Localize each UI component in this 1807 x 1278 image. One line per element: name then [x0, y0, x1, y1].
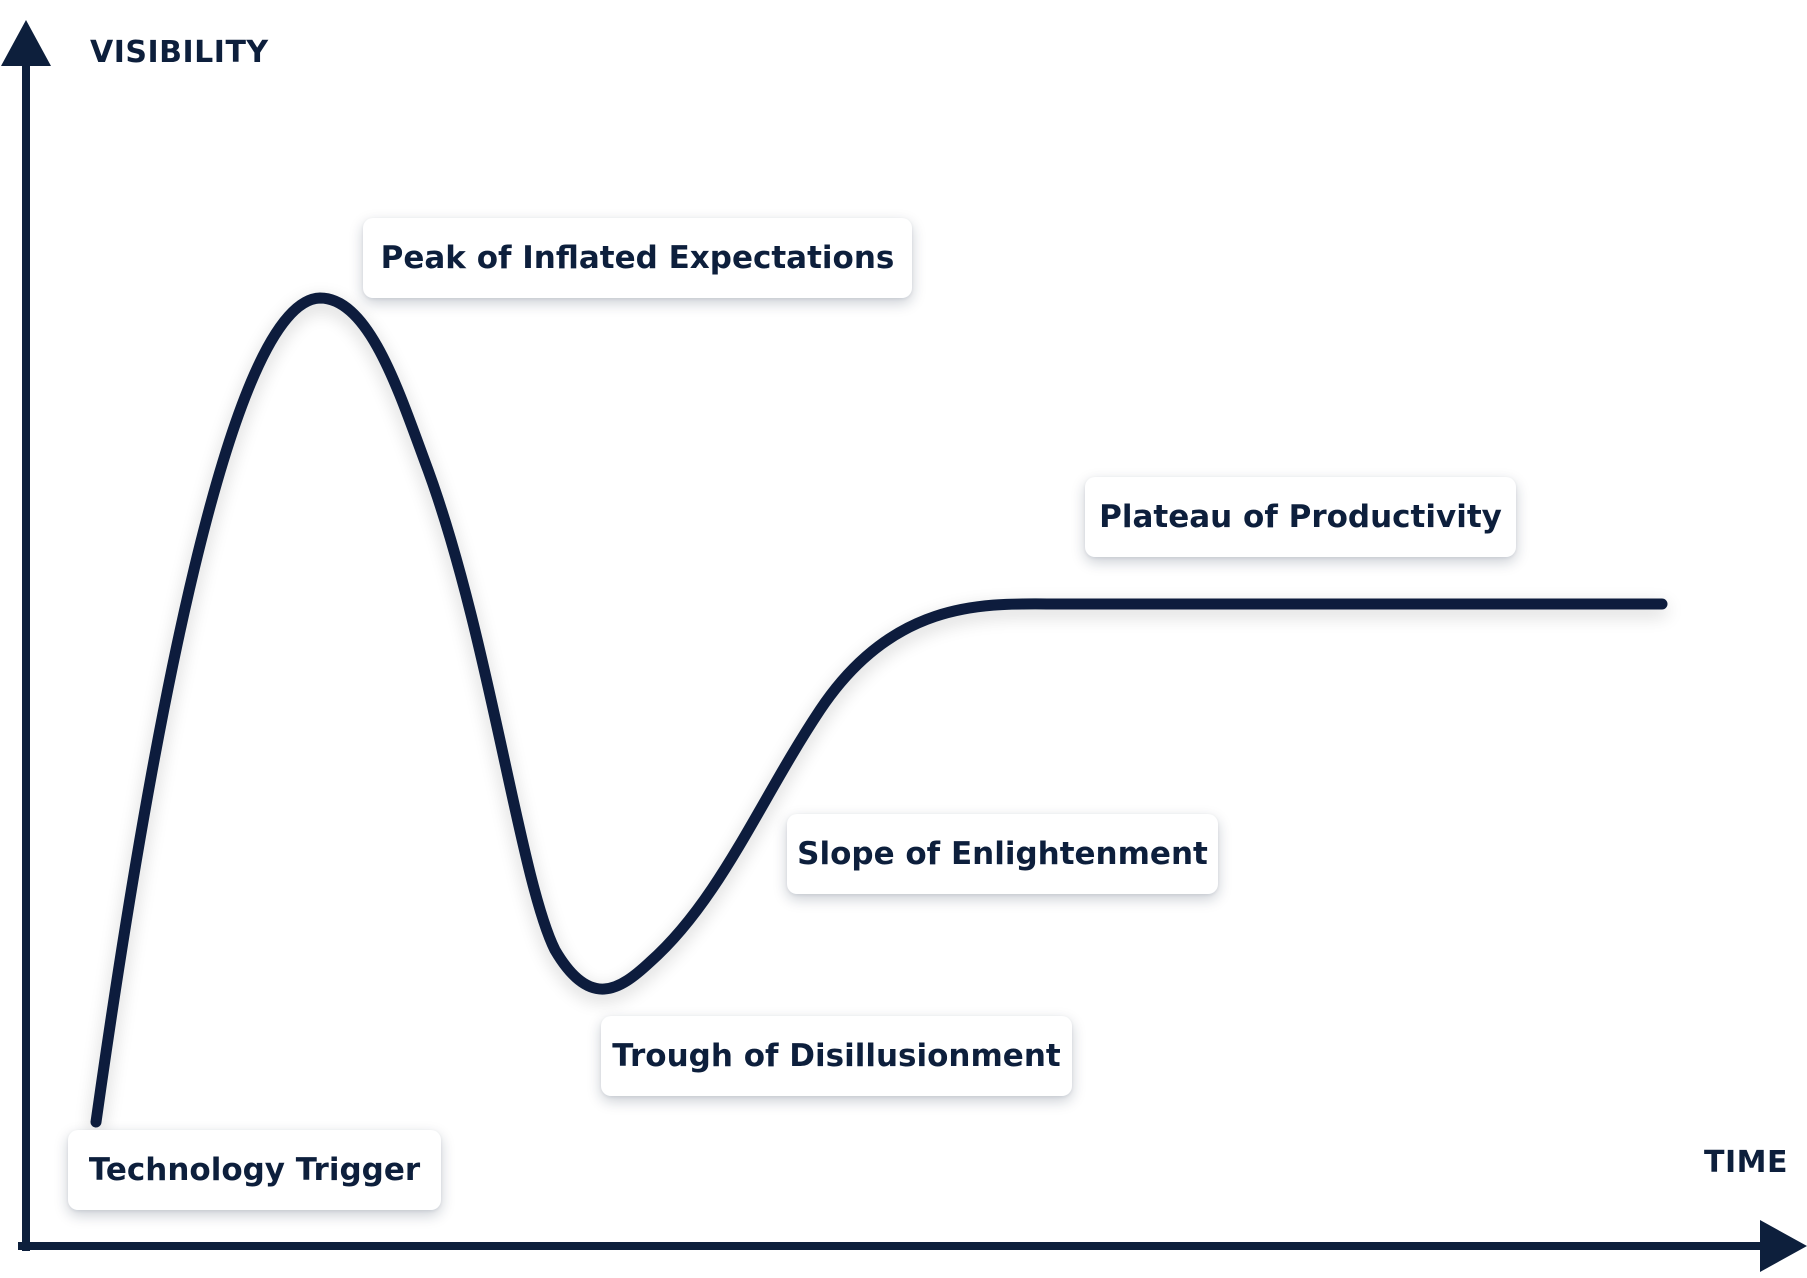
phase-label: Peak of Inflated Expectations: [380, 240, 895, 276]
y-axis-title: VISIBILITY: [90, 35, 269, 70]
phase-card-technology-trigger: Technology Trigger: [68, 1130, 441, 1210]
x-axis-title: TIME: [1704, 1145, 1788, 1180]
phase-card-peak-of-inflated-expectations: Peak of Inflated Expectations: [363, 218, 912, 298]
phase-card-trough-of-disillusionment: Trough of Disillusionment: [601, 1016, 1072, 1096]
x-axis-arrowhead-icon: [1760, 1220, 1807, 1272]
phase-label: Technology Trigger: [88, 1152, 421, 1188]
y-axis-arrowhead-icon: [1, 20, 51, 66]
phase-label: Trough of Disillusionment: [612, 1038, 1061, 1074]
phase-label: Plateau of Productivity: [1099, 499, 1502, 535]
phase-label: Slope of Enlightenment: [797, 836, 1208, 872]
phase-card-slope-of-enlightenment: Slope of Enlightenment: [787, 814, 1218, 894]
phase-card-plateau-of-productivity: Plateau of Productivity: [1085, 477, 1516, 557]
hype-cycle-curve: [90, 292, 1668, 1128]
